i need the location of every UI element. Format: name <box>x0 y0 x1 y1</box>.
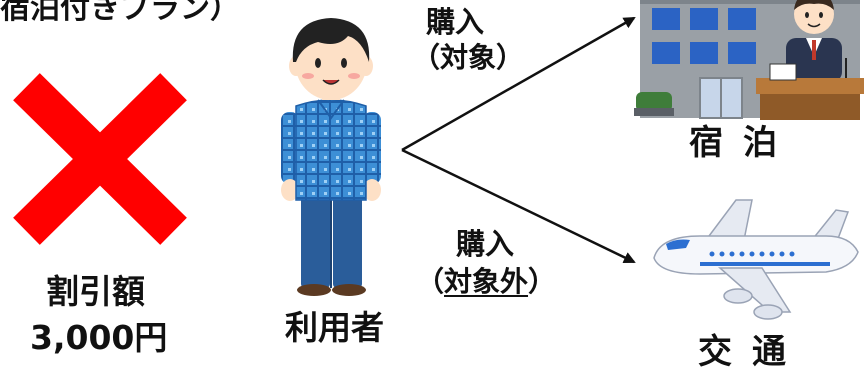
cross-icon <box>13 73 187 245</box>
arrow-to-transport <box>401 148 636 264</box>
caption-fragment: 宿泊付きプラン） <box>0 0 240 26</box>
purchase-non-target-scope: （対象外） <box>416 265 557 298</box>
discount-label: 割引額 <box>46 272 145 311</box>
transport-label: 交通 <box>698 332 806 372</box>
purchase-non-target-title: 購入 <box>456 227 515 261</box>
user-label: 利用者 <box>285 308 384 347</box>
purchase-target-title: 購入 <box>426 5 485 39</box>
purchase-target-scope: （対象） <box>412 41 525 74</box>
airplane-icon <box>653 199 859 320</box>
hotel-label: 宿泊 <box>689 123 797 163</box>
arrow-to-hotel <box>401 16 636 152</box>
receptionist-icon <box>756 0 864 120</box>
user-figure-icon <box>281 18 381 296</box>
discount-value: 3,000円 <box>30 318 168 357</box>
